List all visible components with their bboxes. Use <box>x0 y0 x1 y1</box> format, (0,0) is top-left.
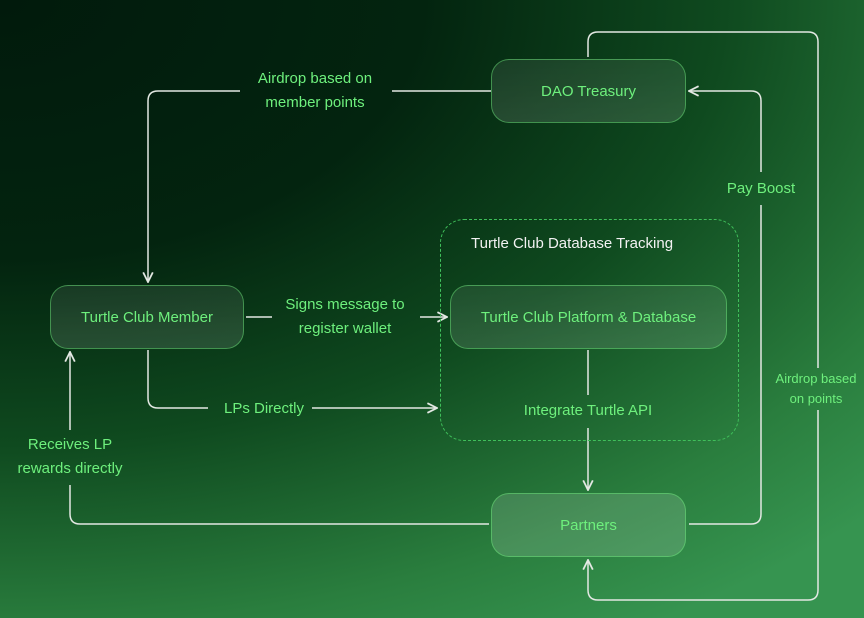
edge-partners-pay-boost <box>689 91 762 525</box>
edge-dao-to-member <box>148 90 491 282</box>
node-dao-treasury[interactable]: DAO Treasury <box>491 59 686 123</box>
node-partners[interactable]: Partners <box>491 493 686 557</box>
label-integrate-api: Integrate Turtle API <box>523 402 653 419</box>
edge-partners-to-member <box>70 352 489 525</box>
edge-dao-airdrop-partners <box>588 31 819 601</box>
group-title: Turtle Club Database Tracking <box>471 235 674 252</box>
node-turtle-club-member[interactable]: Turtle Club Member <box>50 285 244 349</box>
database-tracking-group <box>440 219 739 441</box>
edge-member-lps <box>147 350 437 408</box>
node-platform-database[interactable]: Turtle Club Platform & Database <box>450 285 727 349</box>
label-pay-boost: Pay Boost <box>726 180 796 197</box>
label-lps-directly: LPs Directly <box>223 400 305 417</box>
